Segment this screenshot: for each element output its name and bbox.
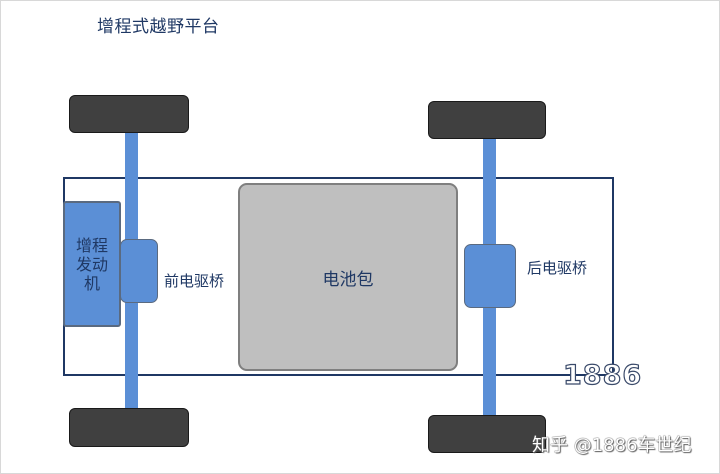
front-motor-label: 前电驱桥 (164, 272, 225, 290)
battery-pack: 电池包 (238, 183, 458, 371)
battery-label: 电池包 (322, 270, 374, 290)
front-left-wheel (69, 95, 189, 133)
range-extender-engine: 增程发动机 (63, 201, 121, 327)
front-right-wheel (69, 408, 189, 447)
rear-left-wheel (428, 101, 546, 139)
zhihu-watermark: 知乎 @1886车世纪 (532, 435, 692, 456)
front-motor-block (120, 239, 158, 303)
rear-motor-block (464, 244, 516, 308)
engine-label: 增程发动机 (75, 235, 108, 293)
rear-right-wheel (428, 415, 546, 453)
rear-motor-label: 后电驱桥 (527, 259, 588, 277)
watermark-1886: 1886 (562, 359, 643, 391)
diagram-title: 增程式越野平台 (97, 17, 220, 37)
